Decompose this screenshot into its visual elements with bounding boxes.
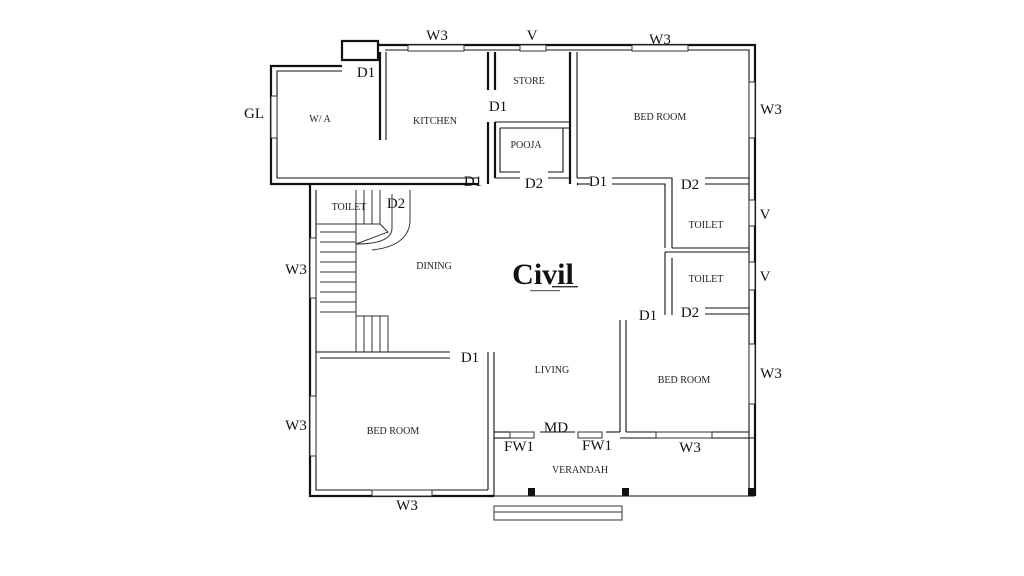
tag-d1-store: D1 <box>489 99 507 115</box>
room-living: LIVING <box>535 365 569 376</box>
verandah-posts <box>528 488 755 496</box>
room-verandah: VERANDAH <box>552 465 608 476</box>
room-pooja: POOJA <box>510 140 542 151</box>
room-dining: DINING <box>416 261 452 272</box>
tag-w3-west-stair: W3 <box>285 262 307 278</box>
room-bedroom-sw: BED ROOM <box>367 426 420 437</box>
tag-fw1-right: FW1 <box>582 438 612 454</box>
tag-w3-east-bed: W3 <box>760 102 782 118</box>
tag-d2-toilet-se: D2 <box>681 305 699 321</box>
opening-tags: W3 V W3 D1 GL D1 W3 D1 D2 D1 D2 V D2 W3 … <box>244 28 782 514</box>
tag-d2-toilet-ne: D2 <box>681 177 699 193</box>
tag-d1-bedroom-ne: D1 <box>589 174 607 190</box>
tag-d2-toilet-west: D2 <box>387 196 405 212</box>
tag-w3-top-bed: W3 <box>649 32 671 48</box>
windows <box>270 44 756 497</box>
tag-w3-east-bed-se: W3 <box>760 366 782 382</box>
tag-w3-top-kitchen: W3 <box>426 28 448 44</box>
room-toilet-east-1: TOILET <box>689 220 724 231</box>
room-bedroom-se: BED ROOM <box>658 375 711 386</box>
room-wa: W/ A <box>309 114 331 125</box>
tag-w3-west-bed-sw: W3 <box>285 418 307 434</box>
tag-v-top-store: V <box>527 28 538 44</box>
room-kitchen: KITCHEN <box>413 116 457 127</box>
tag-md: MD <box>544 420 568 436</box>
room-labels: W/ A KITCHEN STORE POOJA BED ROOM TOILET… <box>309 76 723 476</box>
tag-d1-kitchen: D1 <box>464 174 482 190</box>
tag-d2-pooja: D2 <box>525 176 543 192</box>
civil-logo: Civil <box>512 258 578 292</box>
room-toilet-east-2: TOILET <box>689 274 724 285</box>
room-bedroom-ne: BED ROOM <box>634 112 687 123</box>
tag-v-toilet-1: V <box>760 207 771 223</box>
tag-d1-wa: D1 <box>357 65 375 81</box>
room-store: STORE <box>513 76 545 87</box>
tag-fw1-left: FW1 <box>504 439 534 455</box>
tag-v-toilet-2: V <box>760 269 771 285</box>
tag-w3-south-bed-se: W3 <box>679 440 701 456</box>
tag-d1-bedroom-sw: D1 <box>461 350 479 366</box>
room-toilet-west: TOILET <box>332 202 367 213</box>
tag-d1-bedroom-se: D1 <box>639 308 657 324</box>
logo-text: Civil <box>512 258 574 291</box>
tag-w3-bottom: W3 <box>396 498 418 514</box>
tag-gl: GL <box>244 106 264 122</box>
